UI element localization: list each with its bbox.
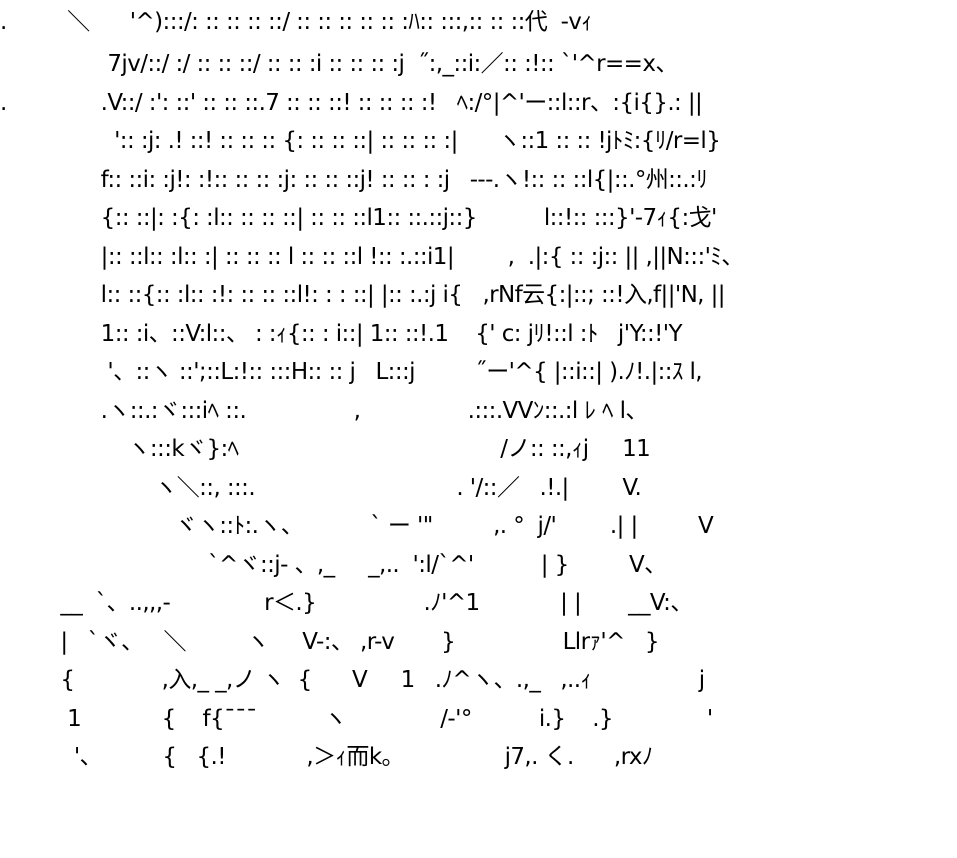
- art-line: __ `、..,,,- r＜.} .ﾉ'^1 | | __V:、: [0, 590, 693, 616]
- art-line: '、 { {.! ,＞ｨ而k。 j7,. く. ,rxﾉ: [0, 744, 654, 770]
- art-line: 1 { f{¯¯¯ ヽ /-'° i.} .} ': [0, 706, 713, 732]
- art-line: ヽ:::kヾ}:ﾍ /ノ:: ::,ｨj 11: [0, 436, 651, 462]
- art-line: . ＼ '^):::/: :: :: :: ::/ :: :: :: :: ::…: [0, 9, 593, 35]
- art-line: . .V::/ :': ::' :: :: ::.7 :: :: ::! :: …: [0, 90, 703, 116]
- art-line: 1:: :i、::V:l::、 : :ｨ{:: : i::| 1:: ::!.1…: [0, 321, 683, 347]
- art-line: `^ヾ::j- 、,_ _,.. ':l/`^' | } V、: [0, 552, 667, 578]
- art-line: | `ヾ、 ＼ ヽ V-:、 ,r-v } Llrｧ'^ }: [0, 629, 659, 655]
- art-line: ':: :j: .! ::! :: :: :: {: :: :: ::| :: …: [0, 128, 721, 154]
- art-line: ヽ＼::, :::. . '/::／ .!.| V.: [0, 475, 642, 501]
- art-line: f:: ::i: :j!: :!:: :: :: :j: :: :: ::j! …: [0, 167, 708, 193]
- art-line: ヾヽ::ﾄ:.ヽ、 ` ー '" ,. ° j/' .| | V: [0, 513, 714, 539]
- art-line: '、::ヽ ::';::L:!:: :::H:: :: j L:::j ˝ー'^…: [0, 359, 703, 385]
- art-line: |:: ::l:: :l:: :| :: :: :: l :: :: ::l !…: [0, 244, 745, 270]
- art-line: l:: ::{:: :l:: :!: :: :: ::l!: : : ::| |…: [0, 282, 726, 308]
- art-line: .ヽ::.:ヾ:::iﾍ ::. , .:::.VVﾝ::.:l ﾚ ﾍ l、: [0, 398, 649, 424]
- art-line: 7jv/::/ :/ :: :: ::/ :: :: :i :: :: :: :…: [0, 51, 678, 77]
- art-line: { ,入,_ _,ノ ヽ { V 1 .ﾉ^ヽ、.,_ ,..ｨ j: [0, 667, 705, 693]
- art-line: {:: ::|: :{: :l:: :: :: ::| :: :: ::l1::…: [0, 205, 718, 231]
